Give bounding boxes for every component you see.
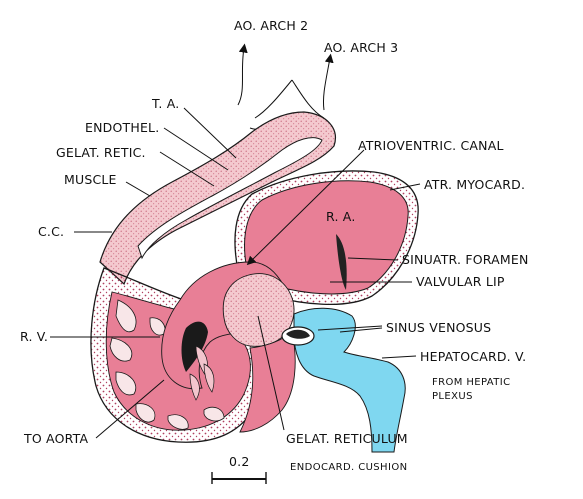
label-valvular-lip: VALVULAR LIP bbox=[416, 274, 505, 289]
label-ao-arch-2: AO. ARCH 2 bbox=[234, 18, 308, 33]
label-sinus-venosus: SINUS VENOSUS bbox=[386, 320, 491, 335]
outflow-dark bbox=[181, 321, 208, 372]
valvular-lip-inner bbox=[286, 329, 310, 339]
leader-lines bbox=[50, 107, 421, 439]
label-ta: T. A. bbox=[151, 96, 179, 111]
outflow-folds bbox=[189, 345, 215, 401]
label-scale: 0.2 bbox=[229, 454, 249, 469]
label-plexus: PLEXUS bbox=[432, 391, 473, 402]
label-from-hepatic: FROM HEPATIC bbox=[432, 377, 511, 388]
label-ao-arch-3: AO. ARCH 3 bbox=[324, 40, 398, 55]
label-rv: R. V. bbox=[20, 329, 48, 344]
label-endothel: ENDOTHEL. bbox=[85, 120, 159, 135]
truncus-lumen bbox=[137, 137, 323, 260]
label-hepatocard-v: HEPATOCARD. V. bbox=[420, 349, 526, 364]
label-sinuatr-foramen: SINUATR. FORAMEN bbox=[402, 252, 529, 267]
sinuatrial-foramen bbox=[336, 234, 347, 290]
label-ra: R. A. bbox=[326, 209, 356, 224]
label-cc: C.C. bbox=[38, 224, 64, 239]
label-gelat-retic: GELAT. RETIC. bbox=[56, 145, 146, 160]
label-atr-myocard: ATR. MYOCARD. bbox=[424, 177, 525, 192]
scale-bar bbox=[211, 472, 267, 484]
label-gelat-reticulum: GELAT. RETICULUM bbox=[286, 431, 408, 446]
label-to-aorta: TO AORTA bbox=[23, 431, 88, 446]
trabeculae bbox=[109, 299, 225, 430]
label-atrioventric-canal: ATRIOVENTRIC. CANAL bbox=[358, 138, 504, 153]
label-endocard-cushion: ENDOCARD. CUSHION bbox=[290, 462, 407, 473]
label-muscle: MUSCLE bbox=[64, 172, 117, 187]
